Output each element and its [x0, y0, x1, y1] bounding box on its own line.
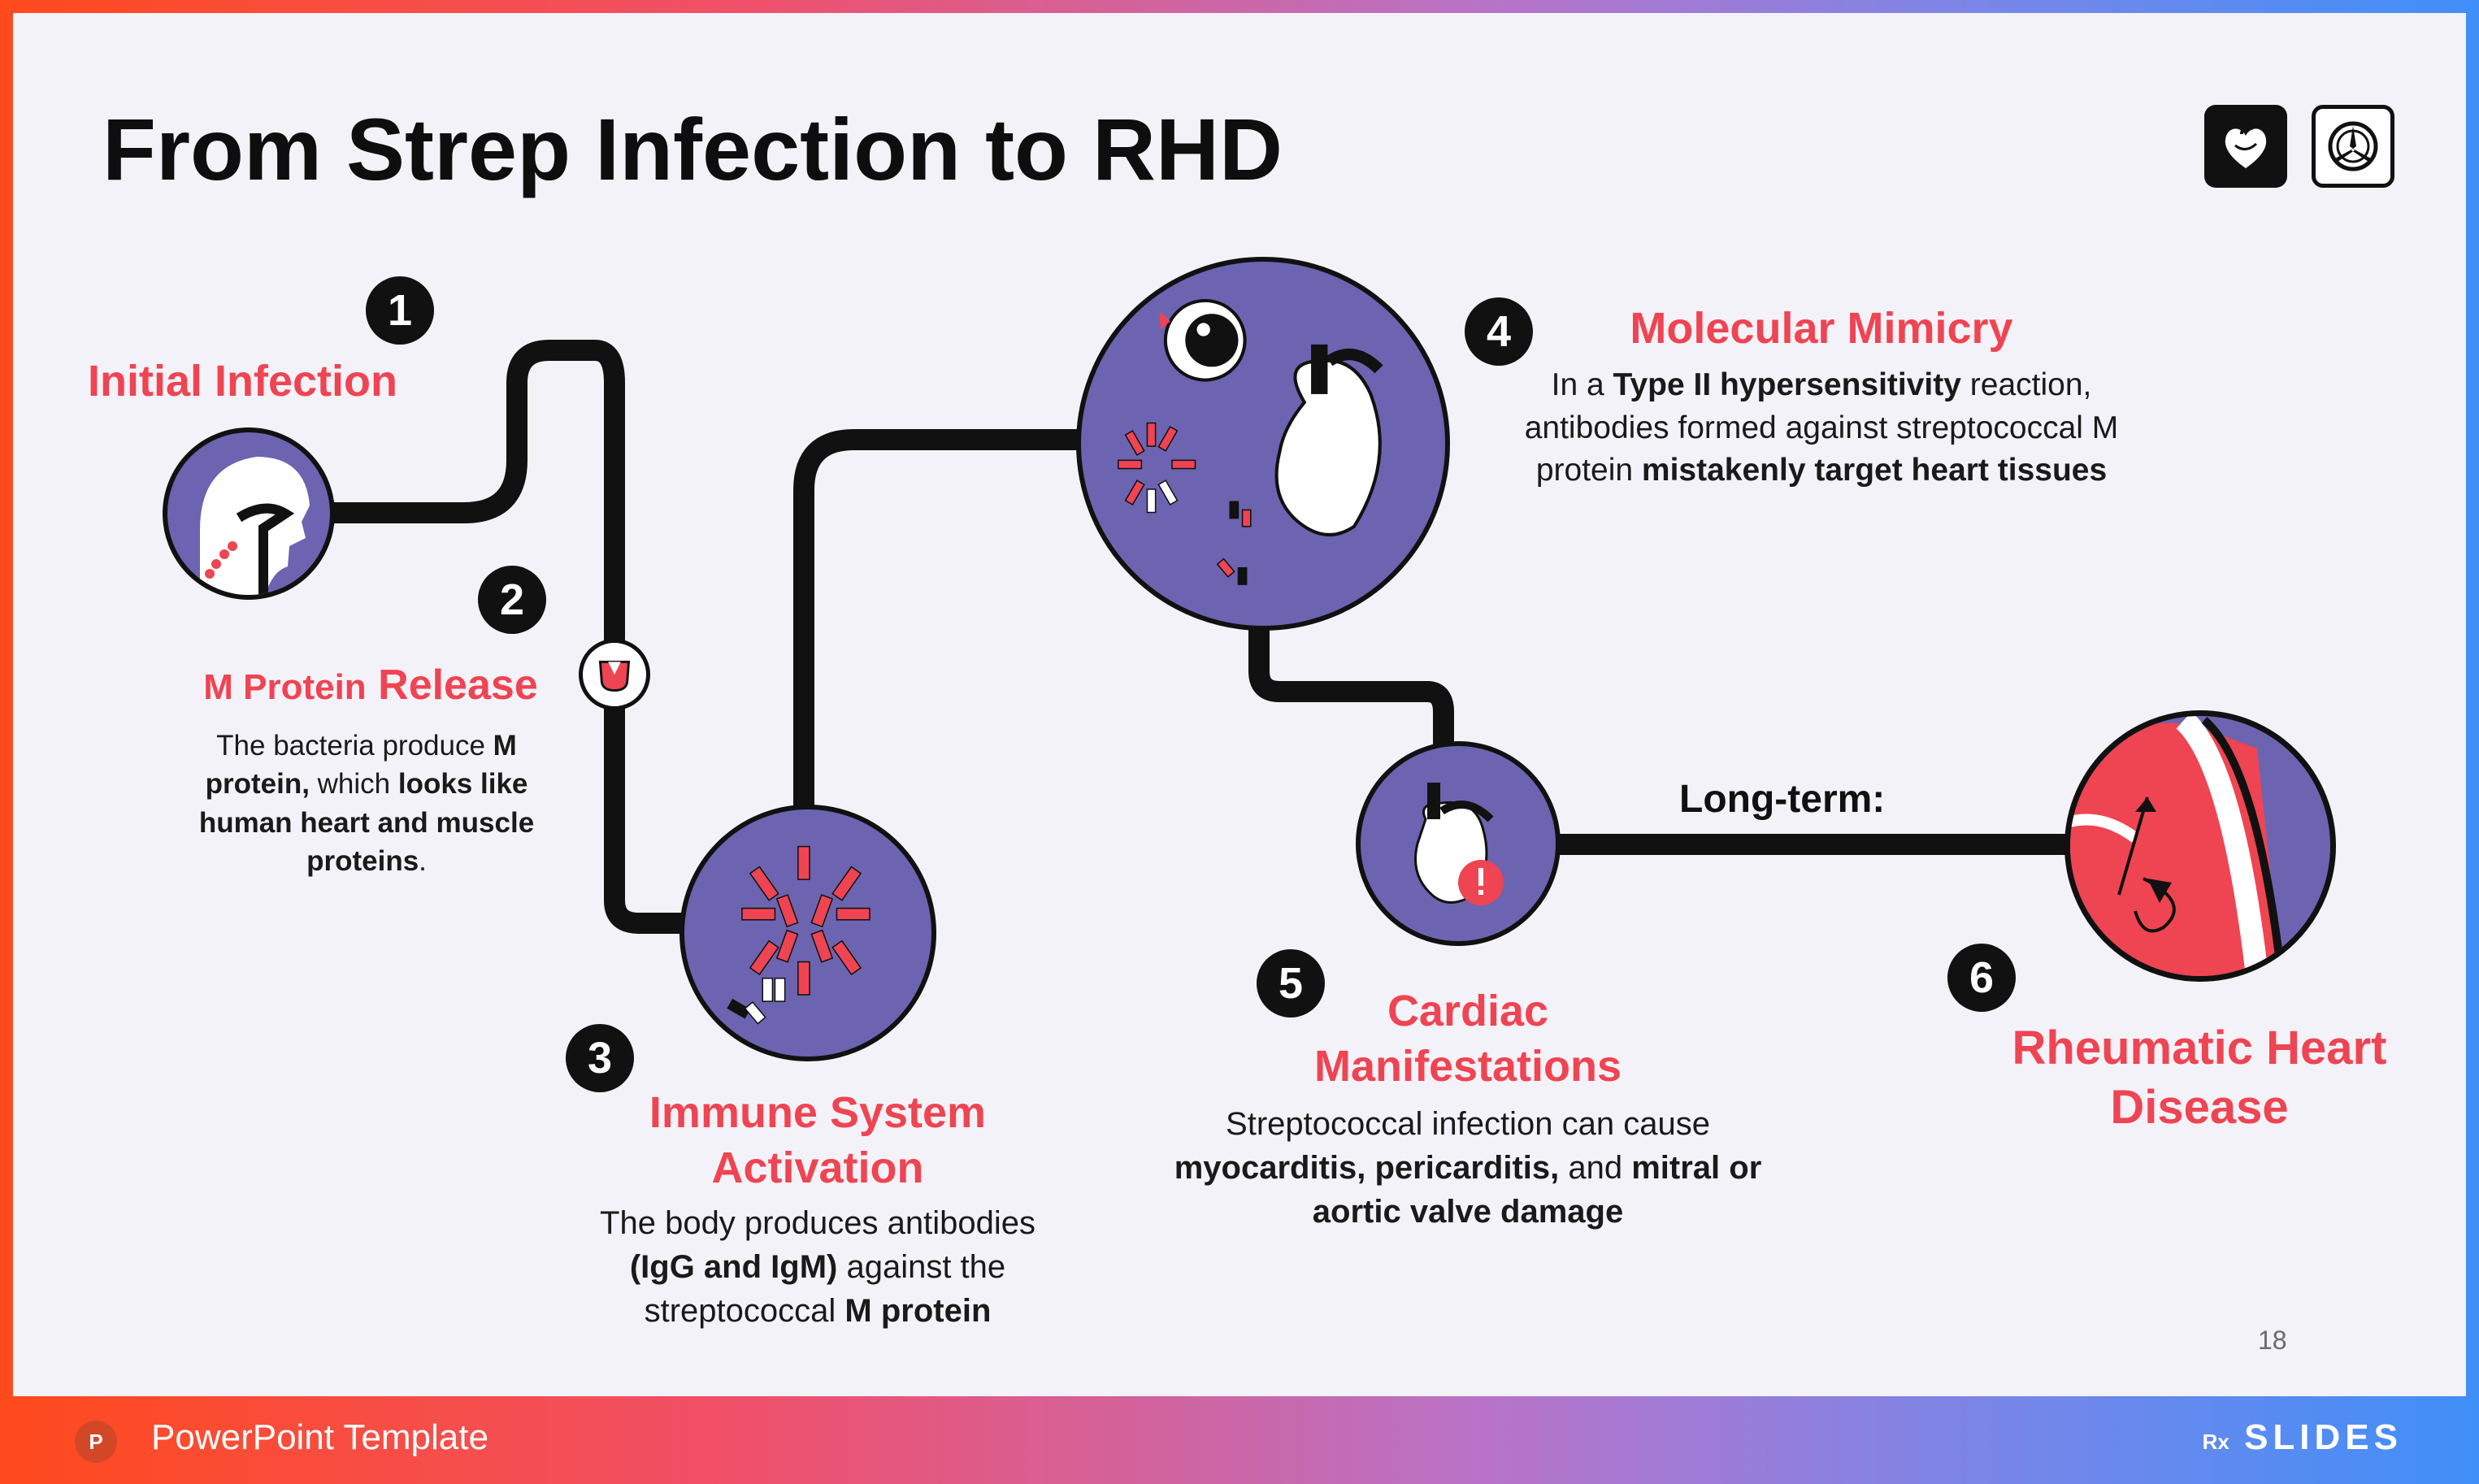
brand-name: SLIDES: [2244, 1417, 2403, 1457]
pathway-line: [319, 340, 2088, 934]
slide: From Strep Infection to RHD: [13, 13, 2466, 1396]
rheumatic-heart-illustration: [2064, 710, 2336, 982]
step-2-description-run: The bacteria produce: [216, 730, 493, 762]
powerpoint-icon: P: [75, 1421, 117, 1463]
initial-infection-illustration: [163, 427, 335, 600]
step-4-description-run: reaction, antibodies formed against stre…: [1524, 367, 2119, 488]
step-2-heading-part-b: Release: [378, 662, 538, 709]
m-protein-icon: [579, 639, 650, 710]
heart-icon: [2204, 105, 2287, 188]
step-4-description-run: Type II hypersensitivity: [1613, 367, 1961, 402]
step-2-description-run: looks like human heart and muscle protei…: [198, 768, 535, 877]
step-2-badge: 2: [478, 566, 546, 634]
page-number: 18: [2258, 1326, 2287, 1355]
step-5-heading: Cardiac Manifestations: [1313, 987, 1622, 1091]
step-2-heading-part-a: M Protein: [203, 667, 367, 707]
step-3-description-run: (IgG and IgM): [629, 1249, 838, 1285]
step-5-description-run: and: [1559, 1150, 1632, 1186]
molecular-mimicry-illustration: [1076, 257, 1450, 631]
step-6-badge: 6: [1947, 944, 2016, 1012]
cardiac-manifestations-illustration: [1356, 741, 1561, 946]
brand-logo: Rx SLIDES: [2203, 1417, 2403, 1458]
step-3-heading: Immune System Activation: [649, 1088, 987, 1192]
step-1-heading: Initial Infection: [88, 357, 398, 406]
step-5-description-run: Streptococcal infection can cause: [1226, 1106, 1710, 1142]
step-4-heading: Molecular Mimicry: [1630, 304, 2013, 353]
step-2-description-run: M protein,: [205, 730, 517, 801]
step-3-description-run: against the streptococcal: [644, 1249, 1006, 1329]
step-3-badge: 3: [566, 1024, 634, 1092]
step-5-description-run: myocarditis, pericarditis,: [1174, 1150, 1560, 1186]
step-3-description-run: M protein: [844, 1293, 992, 1329]
step-5-badge: 5: [1257, 949, 1325, 1018]
step-4-description-run: mistakenly target heart tissues: [1641, 453, 2108, 488]
step-2-description: The bacteria produce M protein, which lo…: [192, 727, 541, 880]
step-2-description-run: .: [419, 844, 427, 877]
slide-title: From Strep Infection to RHD: [102, 100, 1283, 198]
footer-label: PowerPoint Template: [151, 1417, 488, 1457]
step-1-badge: 1: [366, 276, 434, 345]
step-5-description-run: mitral or aortic valve damage: [1312, 1150, 1762, 1230]
step-5-description: Streptococcal infection can cause myocar…: [1167, 1102, 1769, 1234]
step-6-heading: Rheumatic Heart Disease: [2012, 1022, 2387, 1134]
step-2-description-run: which: [309, 768, 398, 801]
mercedes-logo-icon: [2312, 105, 2394, 188]
step-3-description: The body produces antibodies (IgG and Ig…: [586, 1201, 1049, 1333]
step-2-heading: M Protein Release: [176, 659, 566, 712]
step-4-badge: 4: [1465, 297, 1533, 366]
step-4-description-run: In a: [1551, 367, 1613, 402]
brand-prefix: Rx: [2202, 1430, 2229, 1454]
step-3-description-run: The body produces antibodies: [600, 1205, 1035, 1241]
immune-activation-illustration: [679, 805, 936, 1061]
long-term-label: Long-term:: [1679, 778, 1886, 821]
step-4-description: In a Type II hypersensitivity reaction, …: [1500, 364, 2143, 492]
